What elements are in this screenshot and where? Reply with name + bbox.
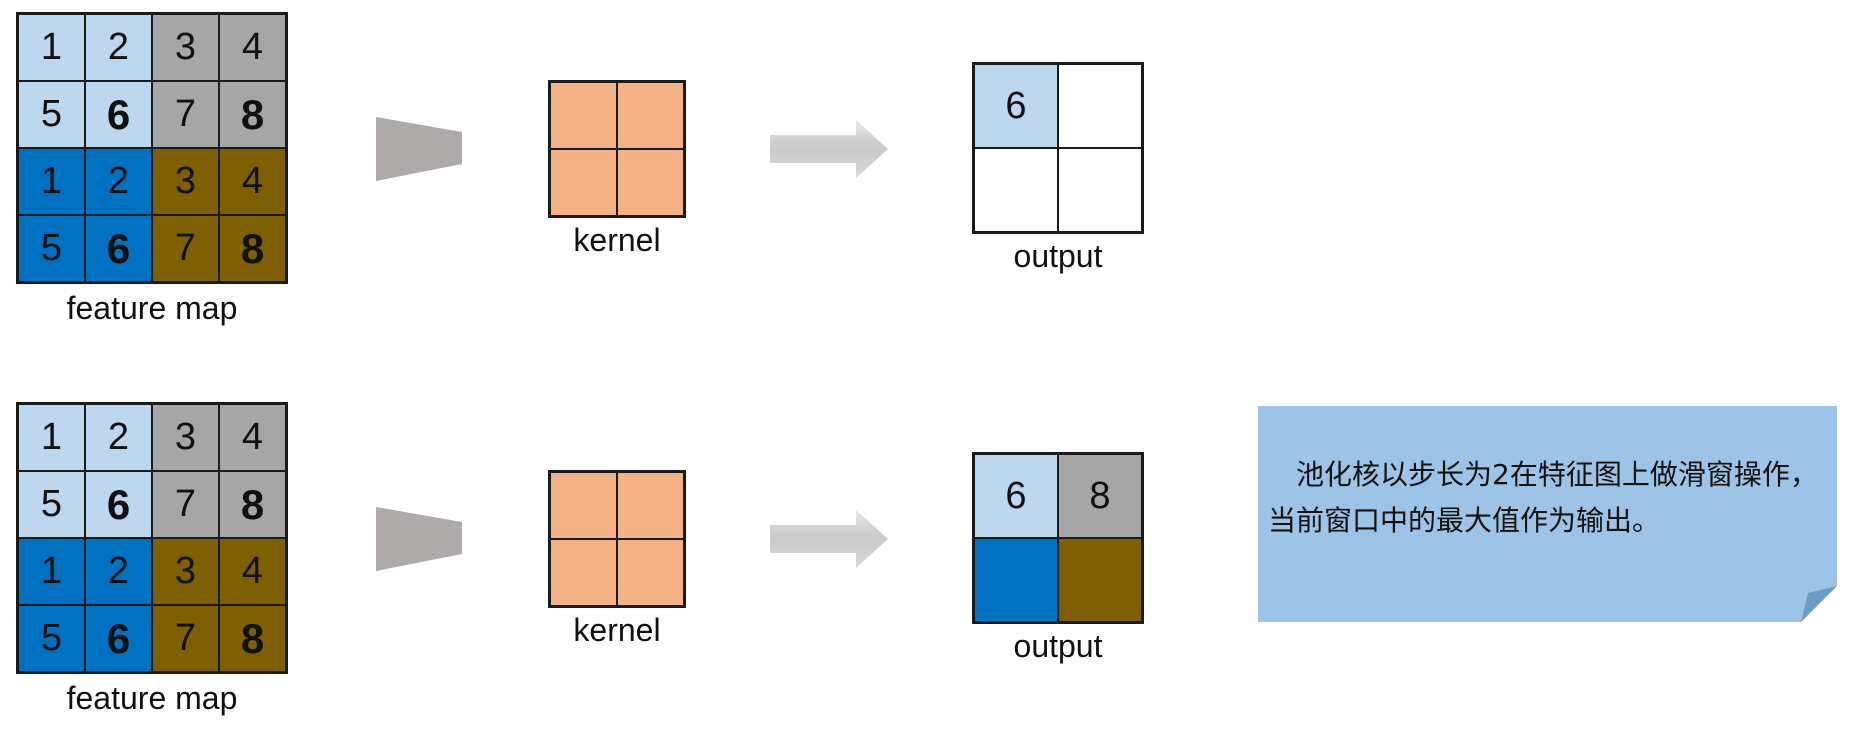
kernel-label: kernel [573,612,661,648]
right-arrow-icon [770,510,888,568]
feature-map-cell: 4 [219,538,286,605]
feature-map-label: feature map [66,290,238,326]
feature-map-cell: 8 [219,215,286,282]
output-cell: 6 [974,64,1058,148]
output-cell [1058,148,1142,232]
feature-map-cell: 3 [152,538,219,605]
right-arrow-icon [770,120,888,178]
feature-map-cell: 4 [219,148,286,215]
feature-map-cell: 1 [18,404,85,471]
feature-map-cell: 2 [85,14,152,81]
output-cell: 8 [1058,454,1142,538]
feature-map-cell: 7 [152,81,219,148]
feature-map-cell: 1 [18,14,85,81]
explanation-note [1258,406,1837,622]
pooling-funnel-icon [376,507,462,571]
feature-map-label: feature map [66,680,238,716]
feature-map-cell: 2 [85,538,152,605]
kernel-cell [550,82,617,149]
output-cell [1058,538,1142,622]
kernel-cell [550,472,617,539]
feature-map-cell: 3 [152,404,219,471]
feature-map-cell: 3 [152,148,219,215]
kernel-cell [617,149,684,216]
feature-map-cell: 3 [152,14,219,81]
feature-map-cell: 4 [219,14,286,81]
feature-map-cell: 7 [152,215,219,282]
feature-map-cell: 5 [18,605,85,672]
output-cell [974,538,1058,622]
kernel-cell [550,539,617,606]
feature-map-cell: 7 [152,471,219,538]
kernel-cell [617,539,684,606]
explanation-note-text: 池化核以步长为2在特征图上做滑窗操作，当前窗口中的最大值作为输出。 [1268,458,1818,537]
output-cell: 6 [974,454,1058,538]
feature-map-cell: 2 [85,404,152,471]
output-cell [974,148,1058,232]
kernel-cell [550,149,617,216]
feature-map-cell: 8 [219,81,286,148]
kernel-cell [617,472,684,539]
feature-map-cell: 7 [152,605,219,672]
feature-map-cell: 6 [85,605,152,672]
feature-map-cell: 6 [85,215,152,282]
feature-map-cell: 5 [18,471,85,538]
output-cell [1058,64,1142,148]
feature-map-cell: 1 [18,538,85,605]
feature-map-cell: 4 [219,404,286,471]
feature-map-cell: 6 [85,471,152,538]
kernel-grid [548,470,686,608]
output-label: output [1013,628,1103,664]
output-label: output [1013,238,1103,274]
kernel-grid [548,80,686,218]
feature-map-cell: 6 [85,81,152,148]
feature-map-cell: 8 [219,605,286,672]
feature-map-cell: 2 [85,148,152,215]
feature-map-cell: 8 [219,471,286,538]
feature-map-cell: 5 [18,81,85,148]
kernel-label: kernel [573,222,661,258]
feature-map-cell: 1 [18,148,85,215]
feature-map-cell: 5 [18,215,85,282]
output-grid: 6 [972,62,1144,234]
kernel-cell [617,82,684,149]
pooling-funnel-icon [376,117,462,181]
